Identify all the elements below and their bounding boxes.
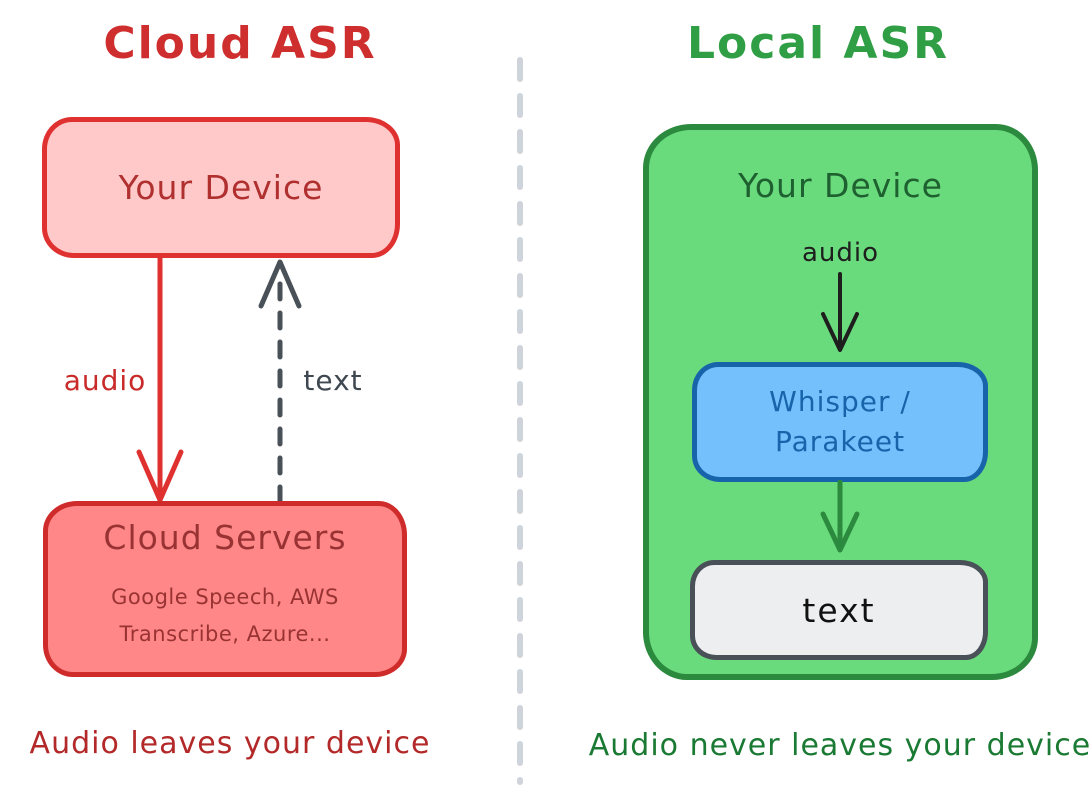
local-your-device-label: Your Device xyxy=(738,166,943,205)
cloud-servers-title: Cloud Servers xyxy=(103,518,347,557)
cloud-servers-providers: Google Speech, AWS Transcribe, Azure... xyxy=(111,579,339,653)
text-up-dashed-arrow-icon xyxy=(258,259,302,505)
local-model-down-arrow-icon xyxy=(820,480,860,553)
local-output-text-label: text xyxy=(802,590,876,630)
cloud-asr-title: Cloud ASR xyxy=(103,18,377,69)
local-caption: Audio never leaves your device xyxy=(588,728,1090,763)
cloud-your-device-label: Your Device xyxy=(118,168,324,207)
local-model-box: Whisper / Parakeet xyxy=(692,362,988,482)
cloud-servers-box: Cloud Servers Google Speech, AWS Transcr… xyxy=(43,501,407,677)
local-asr-title: Local ASR xyxy=(686,18,950,69)
local-model-label-line2: Parakeet xyxy=(774,425,906,458)
local-audio-down-arrow-icon xyxy=(821,272,859,352)
local-audio-label: audio xyxy=(801,238,880,268)
cloud-audio-arrow-label: audio xyxy=(63,364,147,397)
audio-down-arrow-icon xyxy=(136,256,184,503)
cloud-caption: Audio leaves your device xyxy=(29,726,431,761)
cloud-your-device-box: Your Device xyxy=(42,117,400,258)
divider-dashed-line xyxy=(517,57,523,785)
local-output-text-box: text xyxy=(690,560,988,660)
cloud-servers-providers-line1: Google Speech, AWS xyxy=(111,585,339,609)
local-model-label-line1: Whisper / xyxy=(769,385,911,418)
cloud-servers-providers-line2: Transcribe, Azure... xyxy=(119,622,331,646)
cloud-text-arrow-label: text xyxy=(303,364,363,397)
